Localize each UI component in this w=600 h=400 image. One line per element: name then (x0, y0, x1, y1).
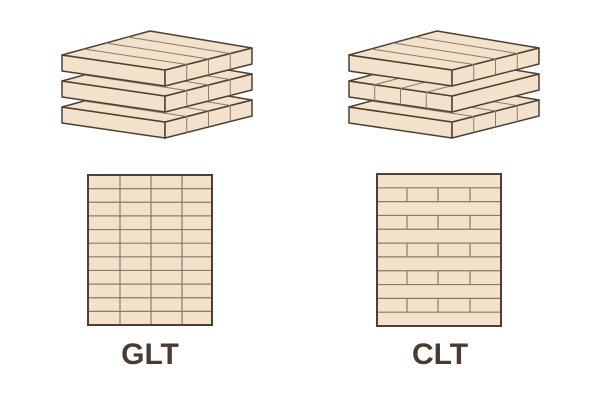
glt-label: GLT (121, 338, 179, 371)
glt-stack (61, 30, 253, 139)
plank-joint (83, 100, 187, 117)
plank-joint (370, 48, 474, 65)
plank-joint (370, 100, 474, 117)
plank-joint (105, 42, 209, 60)
clt-stack (348, 30, 540, 139)
glt-section-fill (88, 175, 212, 325)
glt-section (87, 174, 213, 326)
plank-joint (83, 48, 187, 65)
plank-joint (83, 74, 187, 91)
clt-label: CLT (411, 338, 469, 371)
glt-section-outline (87, 174, 213, 326)
plank-joint (392, 42, 496, 60)
plank-joint (414, 36, 518, 54)
clt-section (376, 173, 502, 327)
clt-section-outline (376, 173, 502, 327)
clt-section-fill (377, 174, 501, 326)
plank-joint (127, 36, 231, 54)
